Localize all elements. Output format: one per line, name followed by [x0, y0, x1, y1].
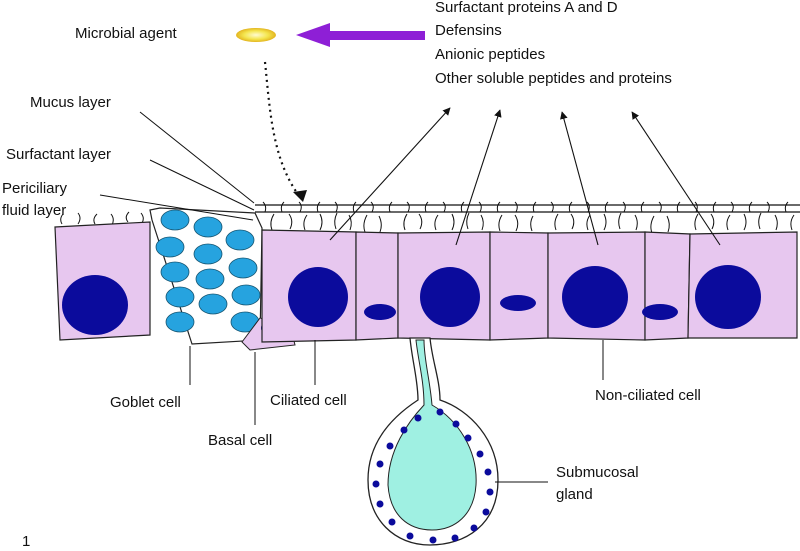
periciliary-label-line1: Periciliary — [2, 180, 68, 197]
gland-cell-nuclei — [372, 408, 494, 544]
secreted-factor-3: Anionic peptides — [435, 46, 546, 63]
goblet-cell-label: Goblet cell — [110, 394, 181, 411]
microbe-path-dotted-arrow — [263, 61, 301, 198]
secreted-factor-2: Defensins — [435, 22, 502, 39]
basal-cell-label: Basal cell — [208, 432, 273, 449]
secreted-factor-4: Other soluble peptides and proteins — [435, 70, 672, 87]
figure-number: 1 — [22, 533, 31, 550]
submucosal-gland-lumen — [387, 339, 477, 531]
periciliary-label-line2: fluid layer — [2, 202, 67, 219]
left-cell-nucleus — [62, 275, 128, 335]
microbial-agent-shape — [236, 28, 276, 42]
mucus-layer-label: Mucus layer — [30, 94, 111, 111]
surfactant-layer-label: Surfactant layer — [6, 146, 112, 163]
goblet-granules — [155, 209, 261, 333]
narrow-cell-3 — [644, 231, 691, 341]
secretion-arrows — [329, 107, 721, 246]
non-ciliated-cell-label: Non-ciliated cell — [595, 387, 701, 404]
narrow-cell-2 — [489, 231, 549, 341]
purple-arrow — [296, 23, 425, 47]
cilia — [60, 201, 795, 234]
ciliated-cell-label: Ciliated cell — [270, 392, 347, 409]
secreted-factor-1: Surfactant proteins A and D — [435, 0, 618, 16]
submucosal-label-line2: gland — [556, 486, 593, 503]
microbial-agent-label: Microbial agent — [75, 25, 177, 42]
narrow-cell-1 — [355, 231, 399, 341]
microbe-path-arrowhead — [293, 190, 307, 202]
cell-nuclei — [288, 265, 761, 329]
leader-lines — [99, 111, 604, 483]
submucosal-label-line1: Submucosal — [556, 464, 639, 481]
